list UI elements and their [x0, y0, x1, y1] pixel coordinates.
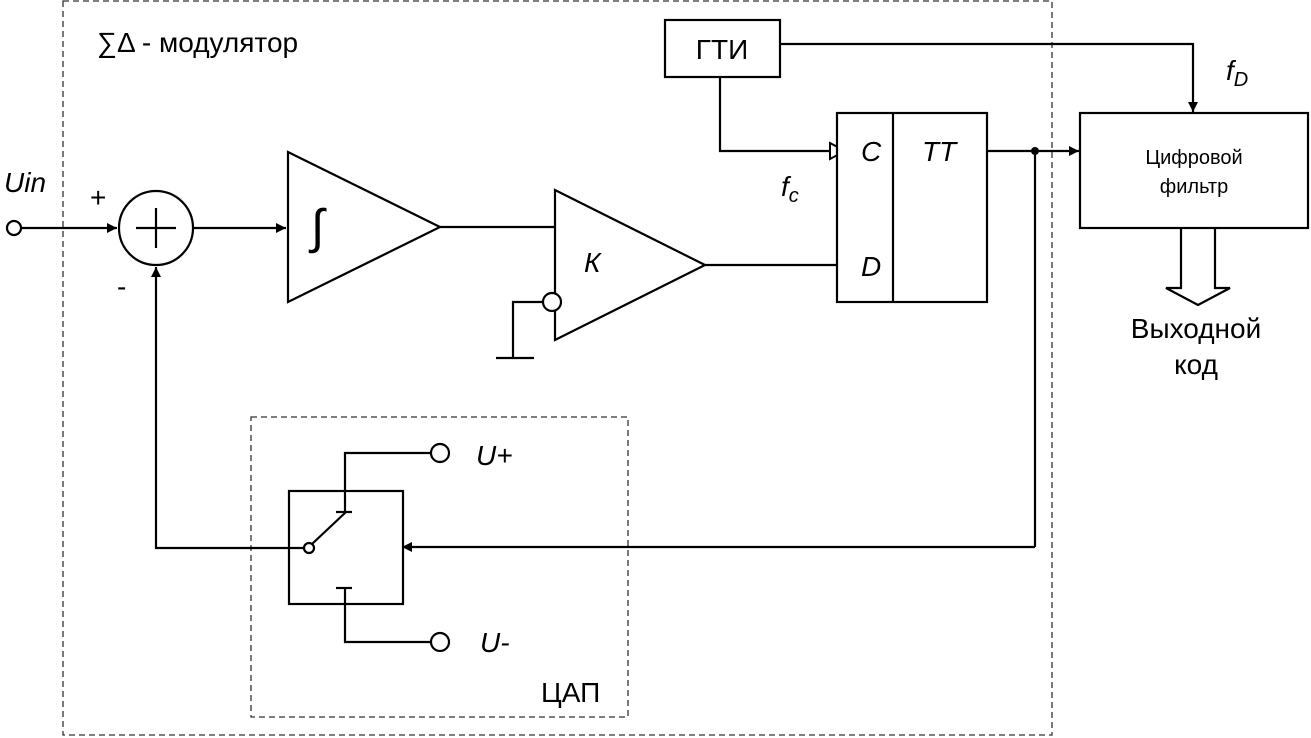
plus-sign: + [90, 182, 106, 213]
output-line2: код [1174, 349, 1218, 380]
switch-blade [311, 511, 347, 545]
flipflop-c-label: C [861, 136, 882, 167]
u-plus-terminal [429, 442, 451, 464]
fc-label: fc [781, 171, 799, 207]
summing-junction [117, 189, 195, 267]
dac-boundary [250, 416, 629, 718]
comparator-inverting-input [541, 291, 563, 313]
u-minus-label: U- [480, 627, 510, 658]
modulator-boundary [62, 0, 1053, 736]
digital-filter-line1: Цифровой [1145, 147, 1242, 169]
ground-wire [511, 300, 543, 358]
input-terminal [5, 219, 23, 237]
input-label: Uin [4, 167, 46, 198]
comparator-label: К [584, 247, 602, 278]
fd-label: fD [1226, 55, 1248, 91]
output-line1: Выходной [1131, 313, 1261, 344]
u-plus-wire [343, 451, 432, 512]
integrator [286, 150, 443, 304]
clock-generator [663, 18, 782, 79]
output-bus-arrow-icon [1165, 228, 1231, 307]
clock-to-flipflop-wire [718, 77, 830, 153]
u-plus-label: U+ [476, 440, 513, 471]
minus-sign: - [117, 271, 126, 302]
modulator-title: ∑Δ - модулятор [97, 27, 298, 58]
flipflop [835, 111, 989, 304]
integrator-symbol: ∫ [308, 201, 327, 254]
u-minus-wire [343, 588, 432, 644]
dac-to-summer-wire [151, 267, 304, 550]
clock-to-filter-wire [780, 42, 1198, 112]
digital-filter [1078, 111, 1310, 230]
clock-generator-label: ГТИ [696, 34, 748, 65]
dac-label: ЦАП [541, 677, 600, 708]
u-minus-terminal [429, 631, 451, 653]
digital-filter-line2: фильтр [1160, 176, 1228, 198]
flipflop-d-label: D [861, 251, 881, 282]
comparator [553, 188, 708, 342]
flipflop-tt-label: TT [922, 136, 958, 167]
